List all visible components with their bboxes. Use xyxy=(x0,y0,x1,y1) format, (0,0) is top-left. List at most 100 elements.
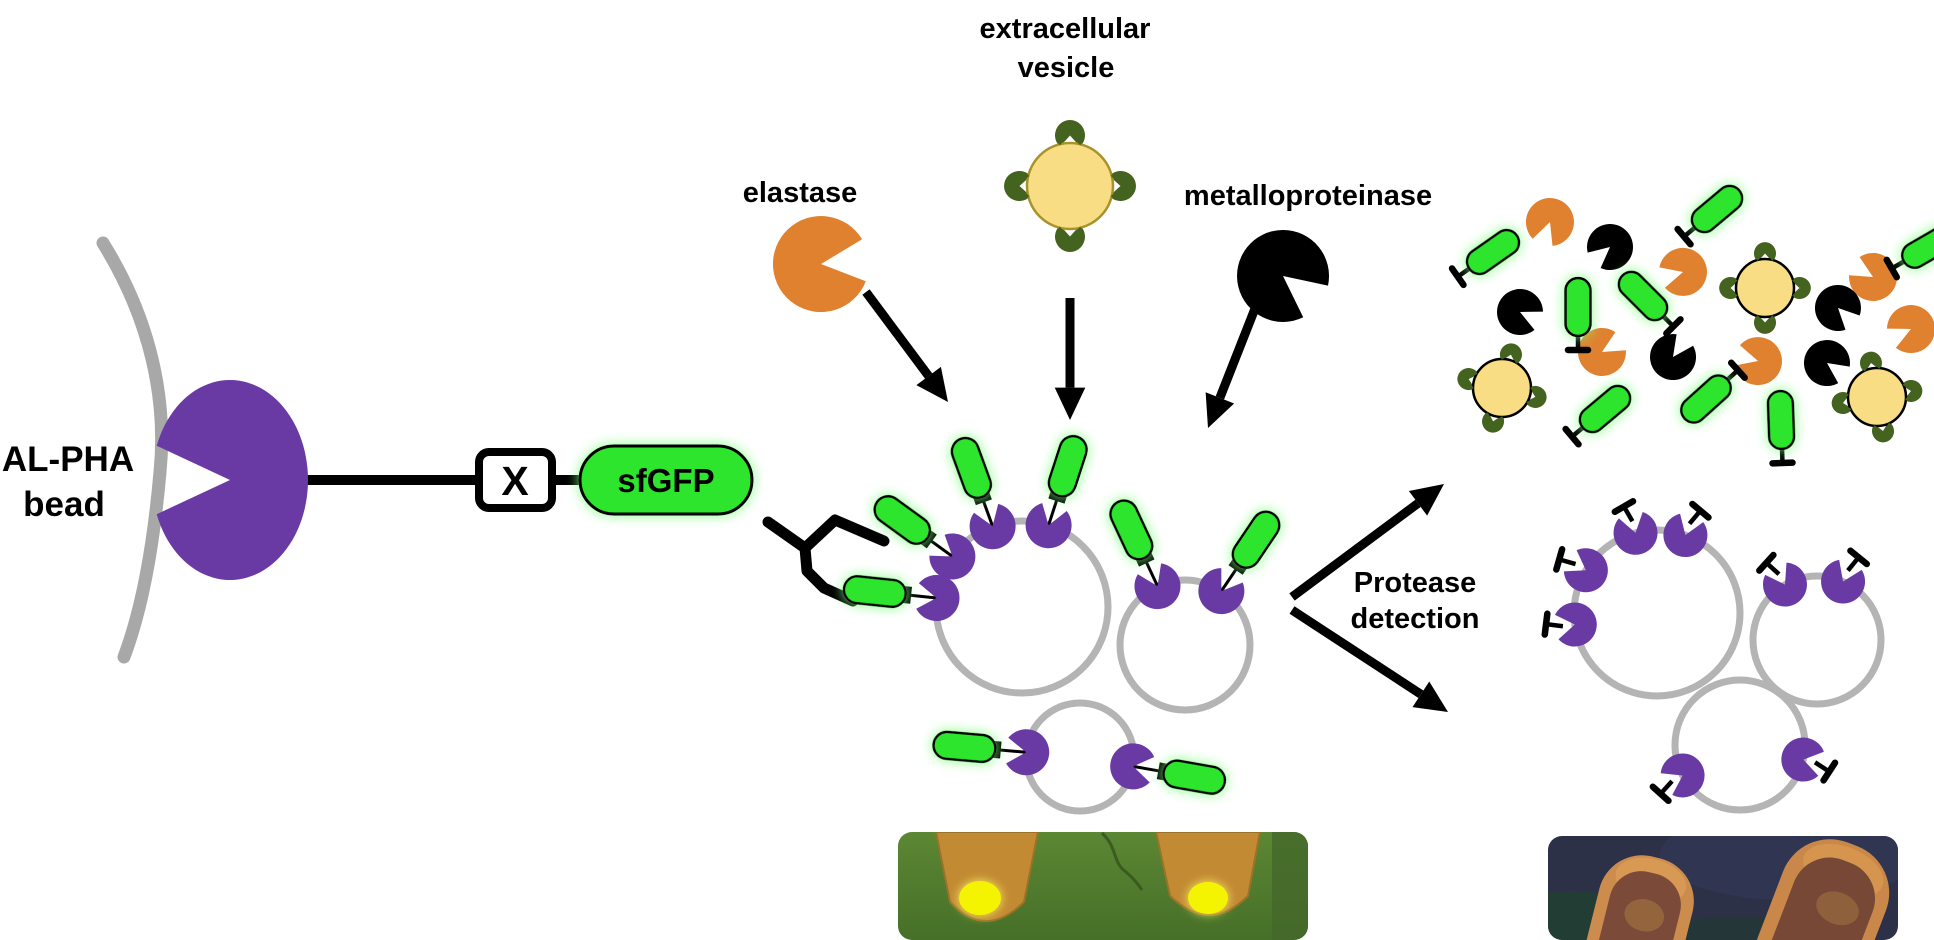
cleaved-linker-bar xyxy=(1663,316,1684,337)
extracellular-vesicle-icon xyxy=(1457,343,1547,433)
cleaved-bead-cluster xyxy=(1541,498,1885,814)
released-sfgfp-capsule-icon xyxy=(1766,389,1796,451)
fluorescent-beads-photo xyxy=(898,832,1308,940)
bead-label-line2: bead xyxy=(23,485,105,524)
sfgfp-capsule-icon xyxy=(578,444,754,516)
released-sfgfp-capsule-icon xyxy=(1578,384,1632,434)
photo2-tube-left xyxy=(1583,855,1694,940)
vesicle-leaf-icon xyxy=(1860,351,1882,372)
phasin-pacman-icon xyxy=(1134,563,1181,610)
sfgfp-capsule-icon xyxy=(932,730,997,764)
arrow-head xyxy=(916,366,948,402)
phasin-pacman-icon xyxy=(1025,503,1072,549)
arrow-head xyxy=(1408,484,1444,516)
al-pha-bead-circle xyxy=(1749,572,1885,708)
phasin-pacman-icon xyxy=(1660,753,1705,798)
sfgfp-capsule-icon xyxy=(1047,434,1088,498)
phasin-pacman-icon xyxy=(969,503,1016,550)
phasin-pacman-icon xyxy=(156,380,308,581)
phasin-pacman-icon xyxy=(1821,559,1866,604)
vesicle-leaf-icon xyxy=(1754,242,1776,261)
vesicle-leaf-icon xyxy=(1482,412,1504,433)
cleaved-linker-bar xyxy=(1674,225,1694,248)
vesicle-leaf-icon xyxy=(1754,315,1776,334)
cleaved-linker-bar xyxy=(1769,459,1796,467)
elastase-pacman-icon xyxy=(1849,252,1898,301)
vesicle-leaf-icon xyxy=(1902,380,1923,402)
arrow-shaft xyxy=(1215,304,1261,400)
released-sfgfp-capsule-icon xyxy=(1617,270,1669,322)
arrow-head xyxy=(1054,387,1086,420)
cleaved-linker-bar xyxy=(1541,610,1551,638)
metalloproteinase-pacman-icon xyxy=(1803,340,1850,387)
metalloproteinase-pacman-icon xyxy=(1237,229,1330,322)
released-sfgfp-capsule-icon xyxy=(1690,184,1744,234)
vesicle-leaf-icon xyxy=(1004,171,1030,201)
cleaved-linker-bar xyxy=(1448,265,1467,289)
sfgfp-capsule-icon xyxy=(1162,759,1227,795)
elastase-pacman-icon xyxy=(1734,337,1782,386)
vesicle-leaf-icon xyxy=(1055,226,1085,252)
phasin-pacman-icon xyxy=(1781,737,1824,782)
released-sfgfp-capsule-icon xyxy=(1465,228,1521,276)
released-fragments xyxy=(1448,184,1934,467)
sfgfp-capsule-icon xyxy=(873,494,932,546)
cleaved-beads-photo xyxy=(1548,836,1898,940)
phasin-pacman-icon xyxy=(1762,562,1807,607)
elastase-label: elastase xyxy=(743,177,858,209)
phasin-pacman-icon xyxy=(1563,548,1608,593)
vesicle-leaf-icon xyxy=(1500,343,1522,364)
vesicle-leaf-icon xyxy=(1872,422,1894,443)
arrow-shaft xyxy=(1289,606,1424,699)
elastase-pacman-icon xyxy=(1659,247,1707,296)
vesicle-label-line2: vesicle xyxy=(1018,52,1115,84)
photo2-tube-right xyxy=(1754,839,1890,940)
released-sfgfp-capsule-icon xyxy=(1900,225,1934,269)
metalloproteinase-pacman-icon xyxy=(1587,224,1634,271)
vesicle-label-line1: extracellular xyxy=(980,13,1151,45)
metalloproteinase-pacman-icon xyxy=(1497,289,1543,336)
sfgfp-capsule-icon xyxy=(1231,510,1281,569)
vesicle-leaf-icon xyxy=(1831,392,1852,414)
cleaved-linker-bar xyxy=(1883,256,1901,281)
sfgfp-capsule-icon xyxy=(1109,499,1154,561)
protease-detection-line2: detection xyxy=(1351,603,1480,635)
arrow-shaft xyxy=(862,289,933,379)
protease-detection-line1: Protease xyxy=(1354,567,1477,599)
phasin-pacman-icon xyxy=(1555,602,1597,647)
vesicle-leaf-icon xyxy=(1110,171,1136,201)
sfgfp-capsule-icon xyxy=(950,436,993,500)
cleaved-linker-bar xyxy=(1611,498,1637,516)
phasin-pacman-icon xyxy=(916,574,960,621)
elastase-pacman-icon xyxy=(1887,305,1934,354)
phasin-pacman-icon xyxy=(1006,729,1050,776)
fluorescent-pellet-right xyxy=(1188,882,1228,914)
elastase-pacman-icon xyxy=(1577,327,1626,376)
photo1-tube-right xyxy=(1154,832,1262,916)
action-arrows xyxy=(862,289,1448,712)
photo1-crack xyxy=(1100,832,1144,891)
metalloproteinase-label: metalloproteinase xyxy=(1184,180,1432,212)
cleaved-linker-bar xyxy=(1553,546,1566,573)
cleaved-linker-bar xyxy=(1689,500,1712,521)
phasin-pacman-icon xyxy=(1663,513,1708,558)
released-sfgfp-capsule-icon xyxy=(1564,276,1592,338)
extracellular-vesicle-icon xyxy=(1831,351,1923,443)
phasin-pacman-icon xyxy=(1110,743,1155,790)
metalloproteinase-pacman-icon xyxy=(1650,334,1697,381)
phasin-pacman-icon xyxy=(929,533,976,580)
vesicle-leaf-icon xyxy=(1792,277,1811,299)
vesicle-leaf-icon xyxy=(1526,386,1547,408)
cleaved-linker-bar xyxy=(1756,551,1777,574)
metalloproteinase-pacman-icon xyxy=(1814,284,1861,331)
elastase-pacman-icon xyxy=(1525,198,1574,246)
cleaved-linker-bar xyxy=(1728,359,1748,381)
reporter-label: sfGFP xyxy=(617,462,714,499)
arrow-shaft xyxy=(1289,499,1421,601)
fluorescent-pellet-left xyxy=(959,881,1001,915)
cleaved-linker-bar xyxy=(1649,783,1672,805)
arrow-head xyxy=(1412,681,1448,712)
vesicle-leaf-icon xyxy=(1457,368,1478,390)
